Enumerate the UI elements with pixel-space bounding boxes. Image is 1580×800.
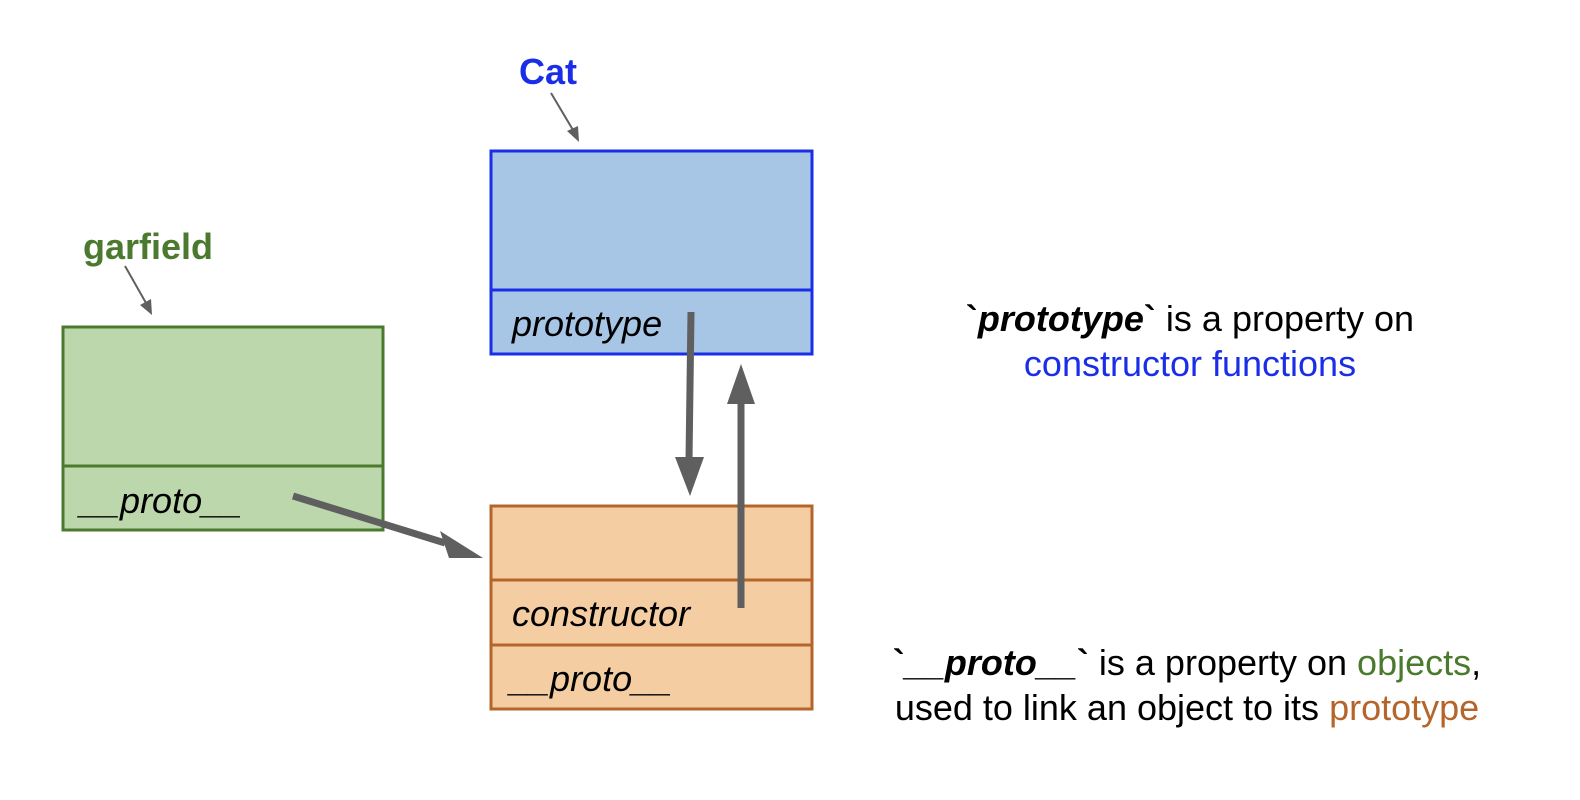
garfield-proto-field: __proto__ xyxy=(77,480,242,521)
proto-note-comma: , xyxy=(1471,642,1482,683)
proto-note-middle: is a property on xyxy=(1088,642,1358,683)
prototype-note-constructor-functions: constructor functions xyxy=(1023,343,1357,384)
proto-note-tick-open: ` xyxy=(892,642,905,683)
arrow-garfield-proto-to-object xyxy=(291,492,483,558)
garfield-title: garfield xyxy=(83,226,213,267)
prototype-object-body xyxy=(489,504,814,711)
proto-note-keyword: __proto__ xyxy=(904,642,1077,683)
proto-note-prototype-word: prototype xyxy=(1329,687,1480,728)
prototype-note: `prototype` is a property on constructor… xyxy=(940,296,1440,386)
prototype-object-proto-field: __proto__ xyxy=(507,658,672,699)
garfield-box: __proto__ xyxy=(61,325,385,532)
proto-note: `__proto__` is a property on objects, us… xyxy=(862,640,1512,730)
prototype-object-box: constructor __proto__ xyxy=(489,504,814,711)
prototype-note-tick-close: ` xyxy=(1143,298,1156,339)
prototype-note-line-1: `prototype` is a property on xyxy=(940,296,1440,341)
proto-note-tick-close: ` xyxy=(1076,642,1089,683)
proto-note-objects: objects xyxy=(1357,642,1472,683)
prototype-note-rest: is a property on xyxy=(1155,298,1415,339)
arrow-prototype-to-object xyxy=(675,311,704,496)
cat-prototype-field: prototype xyxy=(511,303,662,344)
arrow-constructor-to-cat xyxy=(727,364,755,608)
prototype-note-tick-open: ` xyxy=(965,298,978,339)
prototype-note-keyword: prototype xyxy=(977,298,1144,339)
proto-note-line-2-start: used to link an object to its xyxy=(894,687,1330,728)
cat-pointer-arrow xyxy=(550,92,579,142)
cat-box-body xyxy=(489,149,814,356)
garfield-box-body xyxy=(61,325,385,532)
proto-note-line-2: used to link an object to its prototype xyxy=(862,685,1512,730)
prototype-object-constructor-field: constructor xyxy=(512,593,692,634)
prototype-note-line-2: constructor functions xyxy=(940,341,1440,386)
cat-title: Cat xyxy=(519,51,577,92)
cat-box: prototype xyxy=(489,149,814,356)
garfield-pointer-arrow xyxy=(124,265,152,315)
proto-note-line-1: `__proto__` is a property on objects, xyxy=(862,640,1512,685)
